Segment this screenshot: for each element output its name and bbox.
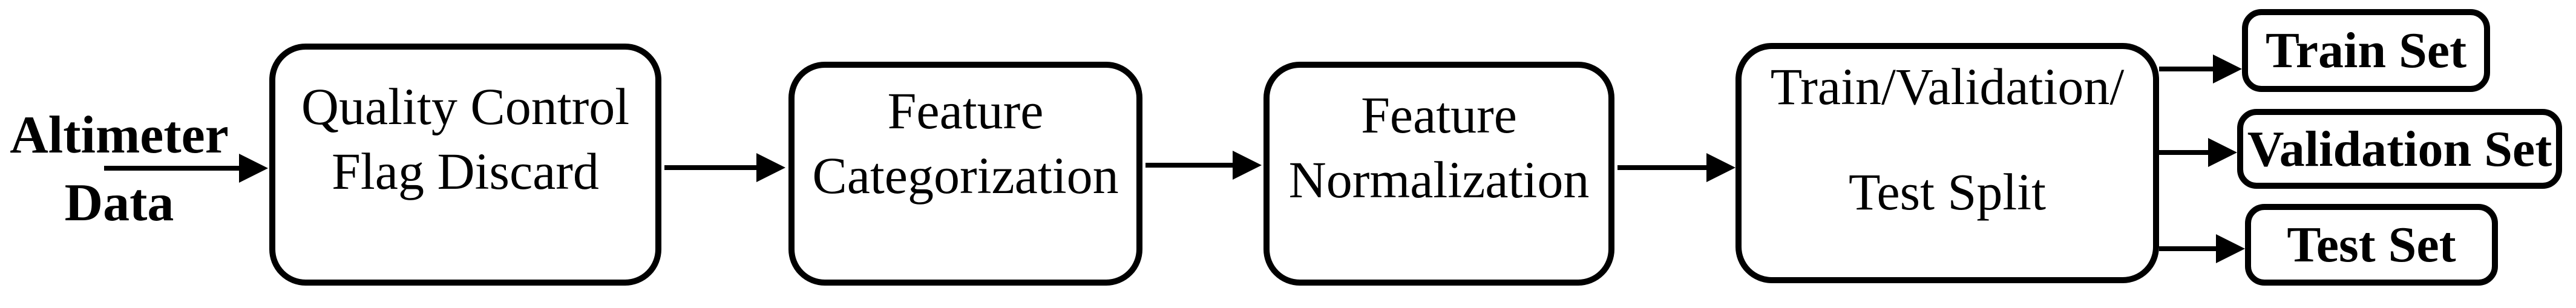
process-box-label: Feature Categorization	[795, 79, 1136, 208]
process-box-feature-categorization: Feature Categorization	[788, 62, 1142, 286]
process-box-line2: Categorization	[812, 146, 1119, 205]
arrowhead-icon	[1233, 151, 1262, 180]
process-box-label: Train/Validation/ Test Split	[1742, 61, 2153, 218]
output-box-label: Train Set	[2265, 22, 2467, 79]
flow-arrow-shaft	[2159, 246, 2218, 251]
flow-arrow-shaft	[104, 166, 241, 171]
flow-arrow-shaft	[2159, 150, 2210, 155]
process-box-label: Quality Control Flag Discard	[275, 74, 655, 204]
flow-arrow-shaft	[2159, 67, 2215, 71]
output-box-label: Validation Set	[2247, 120, 2552, 177]
process-box-quality-control-flag-discard: Quality Control Flag Discard	[269, 44, 661, 286]
arrowhead-icon	[2208, 138, 2237, 167]
process-box-train-validation-test-split: Train/Validation/ Test Split	[1735, 43, 2159, 283]
output-box-train-set: Train Set	[2242, 9, 2490, 92]
process-box-line1: Quality Control	[301, 77, 630, 136]
altimeter-data-label: Altimeter Data	[5, 102, 234, 237]
altimeter-data-line2: Data	[64, 174, 174, 232]
arrowhead-icon	[2216, 234, 2245, 263]
process-box-line2: Flag Discard	[332, 142, 599, 200]
process-box-line2: Test Split	[1848, 163, 2047, 221]
process-box-label: Feature Normalization	[1270, 83, 1608, 212]
output-box-label: Test Set	[2287, 217, 2456, 273]
process-box-line1: Feature	[887, 82, 1044, 140]
flow-arrow-shaft	[1617, 165, 1708, 170]
arrowhead-icon	[239, 154, 268, 183]
output-box-validation-set: Validation Set	[2237, 109, 2562, 189]
process-box-line1: Feature	[1361, 86, 1517, 144]
arrowhead-icon	[2213, 54, 2242, 84]
altimeter-data-line1: Altimeter	[10, 106, 229, 165]
process-box-feature-normalization: Feature Normalization	[1263, 62, 1614, 286]
arrowhead-icon	[1706, 153, 1735, 182]
process-box-line2: Normalization	[1288, 151, 1590, 209]
flow-arrow-shaft	[664, 165, 758, 170]
process-box-line1: Train/Validation/	[1770, 57, 2125, 116]
flow-arrow-shaft	[1145, 163, 1234, 168]
output-box-test-set: Test Set	[2245, 204, 2498, 286]
arrowhead-icon	[756, 153, 785, 182]
